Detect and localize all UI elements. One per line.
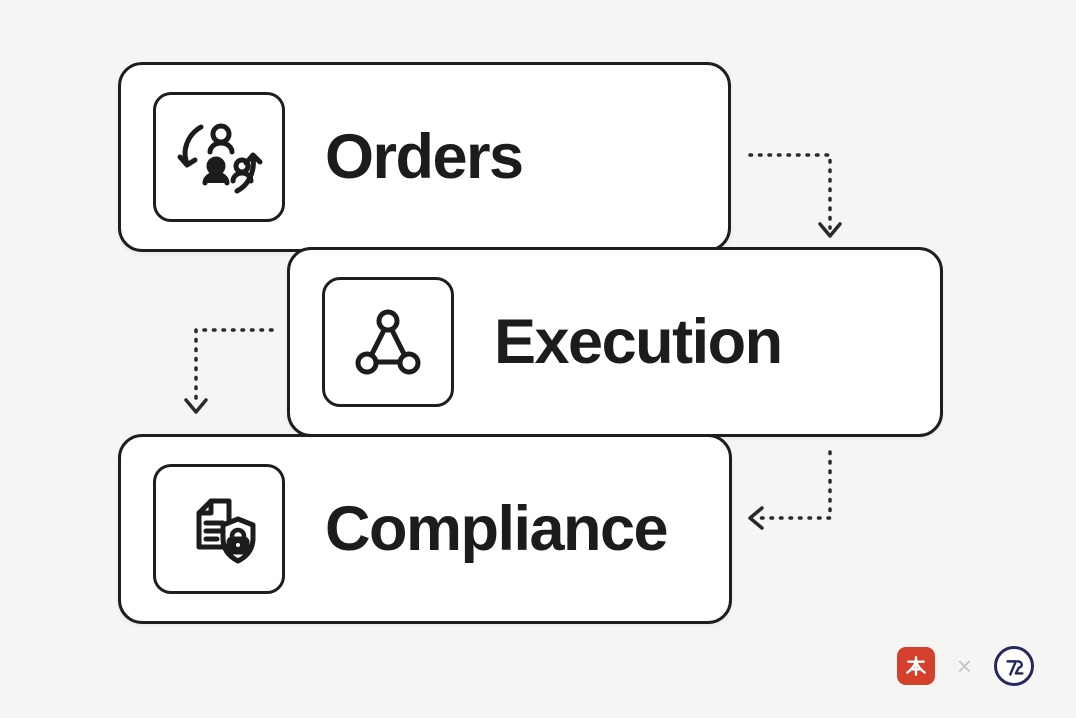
red-logo-glyph [905,656,926,676]
arrowhead-left-3 [748,506,764,530]
circle-logo-glyph [1006,660,1024,676]
people-cycle-icon [177,123,263,194]
network-nodes-icon [355,309,421,375]
connector-orders-execution [748,153,832,230]
card-execution: Execution [287,247,943,437]
card-compliance: Compliance [118,434,732,624]
card-label-compliance: Compliance [325,494,669,564]
document-shield-lock-icon [196,498,256,564]
arrowhead-down-1 [818,222,842,238]
orders-icon-box [153,92,285,222]
execution-icon-box [322,277,454,407]
brand-logos: × [896,646,1034,686]
red-square-logo [896,647,935,685]
compliance-icon-box [153,464,285,594]
card-label-execution: Execution [494,307,783,377]
logo-separator: × [956,651,972,681]
card-label-orders: Orders [325,122,524,192]
connector-execution-compliance-left [194,328,274,406]
circle-monogram-logo [994,646,1034,686]
arrowhead-down-2 [184,398,208,414]
card-orders: Orders [118,62,731,252]
connector-execution-compliance-right [754,450,832,520]
